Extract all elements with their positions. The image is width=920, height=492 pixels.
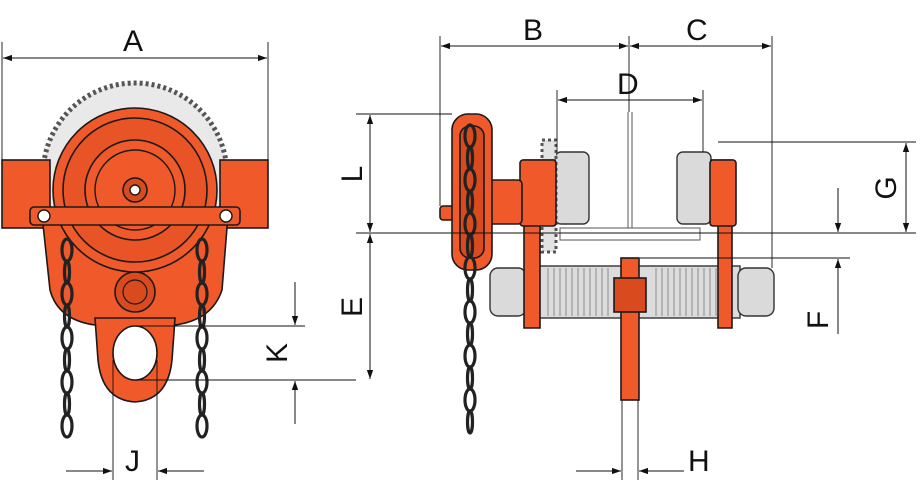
hook-hole <box>112 325 158 381</box>
left-end-nut <box>489 267 527 317</box>
label-e: E <box>336 297 369 317</box>
left-hand-chain <box>60 237 74 439</box>
right-hand-chain <box>195 237 209 439</box>
side-view <box>439 112 775 435</box>
cross-bar-bolt-right <box>219 209 233 223</box>
label-d: D <box>617 68 639 101</box>
wheel-hub-bolt <box>129 184 141 196</box>
label-a: A <box>123 25 143 58</box>
right-side-block <box>709 159 737 227</box>
label-b: B <box>523 14 543 47</box>
axle-threads <box>547 268 717 316</box>
i-beam <box>559 112 701 241</box>
load-bar-collar <box>613 277 647 313</box>
front-view <box>1 80 269 439</box>
side-hand-chain <box>463 123 477 435</box>
dimension-lines <box>1 36 916 480</box>
label-c: C <box>686 14 708 47</box>
cross-bar <box>29 206 241 226</box>
label-h: H <box>688 445 710 478</box>
label-l: L <box>336 166 369 183</box>
dimension-labels: A B C D H J L E K G F <box>123 14 903 478</box>
label-j: J <box>125 445 140 478</box>
cross-bar-bolt-left <box>37 209 51 223</box>
label-g: G <box>870 176 903 199</box>
right-end-nut <box>737 267 775 317</box>
left-side-block <box>519 159 557 227</box>
axle-nut <box>114 271 156 313</box>
left-top-wheel <box>554 151 590 225</box>
label-f: F <box>802 311 835 329</box>
axle-nut-inner <box>122 279 148 305</box>
label-k: K <box>261 343 294 363</box>
wheel-hub-ring <box>94 149 176 231</box>
right-top-wheel <box>676 151 712 225</box>
